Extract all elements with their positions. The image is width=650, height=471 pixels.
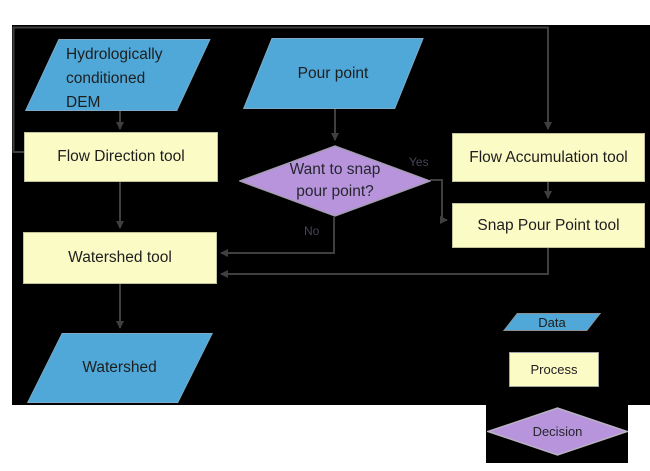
edge-flow-direction-to-flow-accumulation [12,26,552,153]
legend-data-label: Data [538,314,566,330]
node-hydrologically-conditioned-dem: Hydrologically conditioned DEM [25,39,211,111]
legend-decision-shape: Decision [487,407,628,456]
legend-process-label: Process [530,362,578,377]
edge-label-yes: Yes [409,155,429,169]
decision-diamond-shape [239,145,431,217]
node-flow-direction-tool: Flow Direction tool [24,132,218,182]
node-label-line: Want to snap [289,161,381,178]
node-label-line: Hydrologically [66,46,163,63]
decision-diamond-shape [487,407,628,456]
node-label-line: DEM [66,94,101,111]
edge-snap-pour-point-to-watershed-tool [220,246,549,278]
legend-process-shape: Process [509,352,599,387]
node-label-line: conditioned [66,70,146,87]
node-label: Watershed tool [68,249,172,266]
edge-decision-no-to-watershed-tool [220,217,335,257]
legend-decision-label: Decision [532,424,583,439]
node-label: Snap Pour Point tool [477,216,620,234]
node-snap-pour-point-tool: Snap Pour Point tool [452,203,645,248]
node-watershed-tool: Watershed tool [23,232,217,284]
edge-decision-yes-to-snap-pour-point [430,179,448,224]
node-label: Want to snap pour point? [239,145,431,217]
node-pour-point: Pour point [243,38,424,109]
node-label: Pour point [297,64,369,82]
node-watershed: Watershed [27,333,213,403]
node-label-line: pour point? [296,183,374,200]
node-label: Flow Direction tool [57,148,185,165]
node-label: Hydrologically conditioned DEM [66,43,162,115]
node-snap-decision: Want to snap pour point? [239,145,431,217]
node-flow-accumulation-tool: Flow Accumulation tool [452,133,645,182]
edge-label-no: No [304,224,320,238]
node-label: Flow Accumulation tool [469,148,628,166]
node-label: Watershed [82,359,157,376]
legend-data-shape: Data [503,313,602,331]
